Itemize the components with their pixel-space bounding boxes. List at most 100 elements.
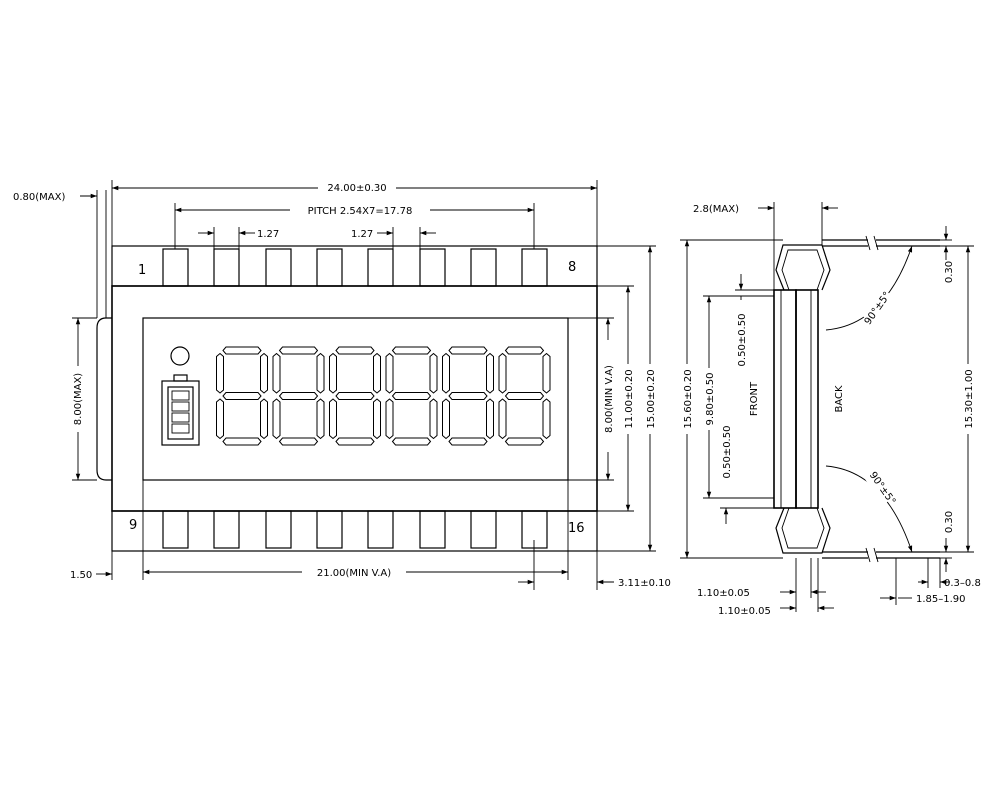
lcd-body: [111, 285, 598, 512]
segment-b: [373, 352, 381, 394]
pin: [162, 510, 189, 549]
pin-max-thickness-dim: 0.80(MAX): [13, 192, 65, 203]
glass-front-dim: 1.10±0.05: [697, 588, 750, 599]
top-gap-dim: 0.50±0.50: [737, 314, 748, 367]
segment-b: [260, 352, 268, 394]
segment-c: [429, 398, 438, 440]
segment-c: [542, 398, 551, 440]
segment-d: [222, 437, 262, 446]
segment-d: [391, 437, 432, 446]
bottom-lead-clip: [775, 507, 831, 554]
pin-1-label: 1: [138, 263, 146, 278]
max-width-dim: 2.8(MAX): [693, 204, 739, 215]
glass-back-dim: 1.10±0.05: [718, 606, 771, 617]
side-view: FRONT BACK 90°±5° 90°±5° 2.8(MAX) 15.60±…: [680, 202, 981, 617]
segment-b: [429, 352, 438, 394]
pin: [316, 510, 343, 549]
segment-d: [335, 437, 375, 446]
battery-icon: [161, 374, 200, 446]
pin: [470, 510, 497, 549]
segment-c: [373, 398, 381, 440]
pin-offset-dim: 3.11±0.10: [618, 578, 671, 589]
pin-8-label: 8: [568, 260, 576, 275]
segment-b: [316, 352, 325, 394]
seven-segment-digits: [216, 346, 551, 446]
pin-9-label: 9: [129, 518, 137, 533]
segment-g: [504, 392, 545, 400]
segment-a: [448, 346, 488, 355]
segment-a: [222, 346, 262, 355]
overall-height-dim: 15.00±0.20: [646, 369, 657, 428]
back-glass: [795, 289, 819, 509]
segment-c: [316, 398, 325, 440]
segment-f: [216, 352, 224, 394]
segment-b: [542, 352, 551, 394]
digit-3: [329, 346, 381, 446]
top-lead-clip-inner: [781, 249, 825, 291]
pin: [367, 510, 394, 549]
pin: [213, 510, 240, 549]
indicator-circle-icon: [170, 346, 190, 366]
segment-f: [329, 352, 337, 394]
segment-c: [486, 398, 494, 440]
segment-g: [278, 392, 319, 400]
segment-f: [498, 352, 507, 394]
pin: [367, 248, 394, 287]
view-area-height-dim: 8.00(MIN V.A): [604, 365, 615, 433]
left-flange: [96, 317, 112, 481]
segment-g: [335, 392, 375, 400]
bottom-pin-band: [111, 510, 598, 552]
pin: [419, 510, 446, 549]
angle-top-dim: 90°±5°: [863, 290, 894, 327]
lead-thickness-bottom-dim: 0.30: [944, 511, 955, 533]
digit-6: [498, 346, 551, 446]
digit-4: [385, 346, 438, 446]
segment-e: [329, 398, 337, 440]
pin: [521, 510, 548, 549]
segment-e: [216, 398, 224, 440]
lead-span-dim: 15.30±1.00: [964, 369, 975, 428]
segment-a: [504, 346, 545, 355]
viewing-area: [142, 317, 569, 481]
segment-f: [272, 352, 281, 394]
top-pins: [162, 248, 548, 287]
segment-a: [278, 346, 319, 355]
pin-width-left-dim: 1.27: [257, 229, 279, 240]
view-area-width-dim: 21.00(MIN V.A): [317, 568, 391, 579]
glass-height-dim: 9.80±0.50: [705, 373, 716, 426]
segment-d: [278, 437, 319, 446]
pin: [162, 248, 189, 287]
side-overall-height-dim: 15.60±0.20: [683, 369, 694, 428]
body-height-dim: 11.00±0.20: [624, 369, 635, 428]
pin: [419, 248, 446, 287]
segment-c: [260, 398, 268, 440]
segment-g: [222, 392, 262, 400]
pin-16-label: 16: [568, 521, 585, 536]
front-view: 1 8 9 16 24.00±0.30 PITCH 2.54X7=17.7: [13, 180, 671, 590]
lead-length-dim: 1.85–1.90: [916, 594, 966, 605]
pin: [213, 248, 240, 287]
segment-a: [335, 346, 375, 355]
left-offset-dim: 1.50: [70, 570, 92, 581]
digit-5: [442, 346, 494, 446]
segment-e: [272, 398, 281, 440]
pin: [265, 510, 292, 549]
lead-thickness-top-dim: 0.30: [944, 261, 955, 283]
pin: [265, 248, 292, 287]
segment-e: [442, 398, 450, 440]
pin-width-mid-dim: 1.27: [351, 229, 373, 240]
top-lead-clip: [775, 244, 831, 291]
left-height-dim: 8.00(MAX): [73, 373, 84, 425]
bottom-gap-dim: 0.50±0.50: [722, 426, 733, 479]
segment-e: [385, 398, 394, 440]
front-glass: [773, 289, 797, 509]
digit-1: [216, 346, 268, 446]
pin: [316, 248, 343, 287]
segment-d: [448, 437, 488, 446]
top-pin-band: [111, 245, 598, 287]
segment-f: [442, 352, 450, 394]
segment-g: [448, 392, 488, 400]
segment-e: [498, 398, 507, 440]
segment-a: [391, 346, 432, 355]
digit-2: [272, 346, 325, 446]
